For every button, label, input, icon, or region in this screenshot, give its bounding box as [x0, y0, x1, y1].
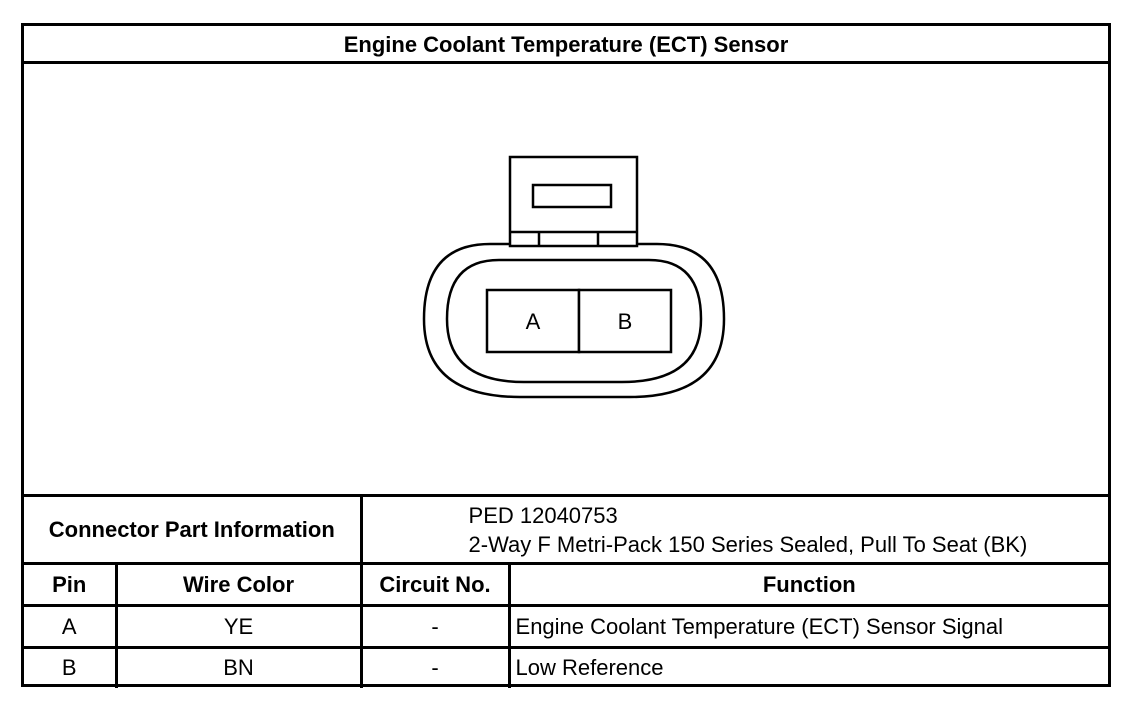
wire-color-cell: YE: [114, 604, 363, 649]
wire-color-cell: BN: [114, 646, 363, 688]
pin-label-b: B: [618, 309, 633, 334]
connector-outer-oval: [422, 242, 726, 399]
header-pin: Pin: [24, 562, 118, 607]
part-description: 2-Way F Metri-Pack 150 Series Sealed, Pu…: [468, 531, 1028, 557]
function-cell: Engine Coolant Temperature (ECT) Sensor …: [507, 604, 1109, 649]
pin-cell: B: [24, 646, 118, 688]
header-circuit-no: Circuit No.: [359, 562, 511, 607]
table-row: A YE - Engine Coolant Temperature (ECT) …: [24, 604, 1109, 649]
circuit-no-cell: -: [359, 604, 511, 649]
function-cell: Low Reference: [507, 646, 1109, 688]
table-header-row: Pin Wire Color Circuit No. Function: [24, 562, 1109, 607]
pin-cell: A: [24, 604, 118, 649]
table-row: B BN - Low Reference: [24, 646, 1109, 688]
connector-info-table: Connector Part Information PED 12040753 …: [24, 494, 1109, 688]
part-number: PED 12040753: [468, 502, 618, 528]
part-info-value: PED 12040753 2-Way F Metri-Pack 150 Seri…: [359, 494, 1109, 565]
header-function: Function: [507, 562, 1109, 607]
part-info-row: Connector Part Information PED 12040753 …: [24, 494, 1109, 565]
connector-inner-oval: [445, 258, 703, 384]
circuit-no-cell: -: [359, 646, 511, 688]
pin-cavity-b: [577, 288, 673, 354]
diagram-title: Engine Coolant Temperature (ECT) Sensor: [24, 26, 1108, 64]
latch-slot: [531, 183, 613, 209]
pin-label-a: A: [526, 309, 541, 334]
connector-face-view: A B: [24, 64, 1108, 494]
part-info-label: Connector Part Information: [24, 494, 363, 565]
connector-diagram: Engine Coolant Temperature (ECT) Sensor …: [21, 23, 1111, 688]
header-wire-color: Wire Color: [114, 562, 363, 607]
connector-face-svg: A B: [422, 155, 726, 399]
